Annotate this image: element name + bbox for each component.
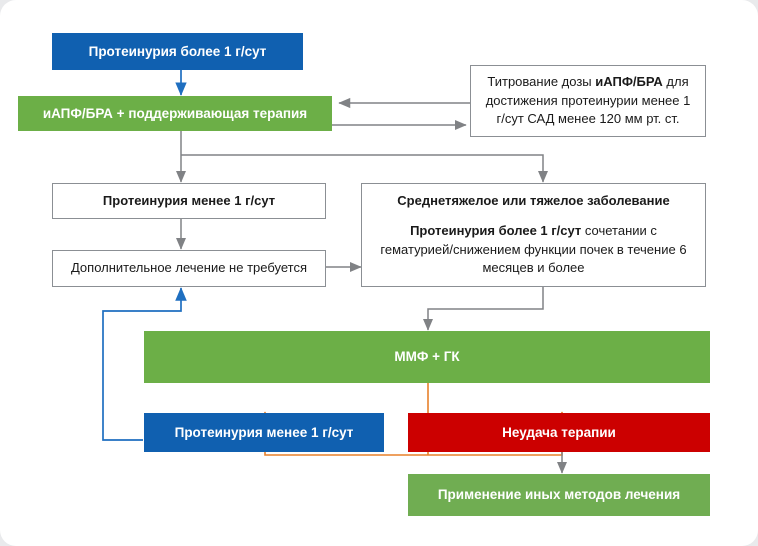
node-therapy-failure-label: Неудача терапии bbox=[502, 424, 616, 440]
node-mmf-gk[interactable]: ММФ + ГК bbox=[144, 331, 710, 383]
node-acei-arb-therapy-label: иАПФ/БРА + поддерживающая терапия bbox=[42, 105, 308, 121]
node-severe-disease[interactable]: Среднетяжелое или тяжелое заболевание Пр… bbox=[361, 183, 706, 287]
arrow-therapy-split bbox=[175, 131, 549, 183]
node-no-treatment-label: Дополнительное лечение не требуется bbox=[70, 260, 308, 276]
node-therapy-failure[interactable]: Неудача терапии bbox=[408, 413, 710, 452]
node-titration-text-1: Титрование дозы bbox=[487, 73, 596, 89]
node-proteinuria-low-2[interactable]: Протеинурия менее 1 г/сут bbox=[144, 413, 384, 452]
spacer bbox=[372, 211, 695, 222]
node-titration[interactable]: Титрование дозы иАПФ/БРА для достижения … bbox=[470, 65, 706, 137]
node-proteinuria-high[interactable]: Протеинурия более 1 г/сут bbox=[52, 33, 303, 70]
node-proteinuria-low-2-label: Протеинурия менее 1 г/сут bbox=[174, 424, 354, 440]
node-other-methods[interactable]: Применение иных методов лечения bbox=[408, 474, 710, 516]
node-titration-text-2: для достижения протеинурии менее 1 г/сут… bbox=[485, 73, 691, 127]
node-other-methods-label: Применение иных методов лечения bbox=[437, 487, 681, 503]
node-proteinuria-low[interactable]: Протеинурия менее 1 г/сут bbox=[52, 183, 326, 219]
node-proteinuria-high-label: Протеинурия более 1 г/сут bbox=[88, 43, 267, 59]
node-severe-rest: сочетании с гематурией/снижением функции… bbox=[380, 222, 687, 276]
node-titration-text-bold: иАПФ/БРА bbox=[595, 73, 663, 89]
node-severe-title: Среднетяжелое или тяжелое заболевание bbox=[397, 192, 670, 208]
node-no-treatment[interactable]: Дополнительное лечение не требуется bbox=[52, 250, 326, 287]
arrow-severe-to-mmf bbox=[422, 287, 544, 331]
node-proteinuria-low-label: Протеинурия менее 1 г/сут bbox=[102, 192, 276, 208]
node-severe-bold: Протеинурия более 1 г/сут bbox=[410, 222, 582, 238]
node-mmf-gk-label: ММФ + ГК bbox=[394, 349, 460, 365]
node-acei-arb-therapy[interactable]: иАПФ/БРА + поддерживающая терапия bbox=[18, 96, 332, 131]
